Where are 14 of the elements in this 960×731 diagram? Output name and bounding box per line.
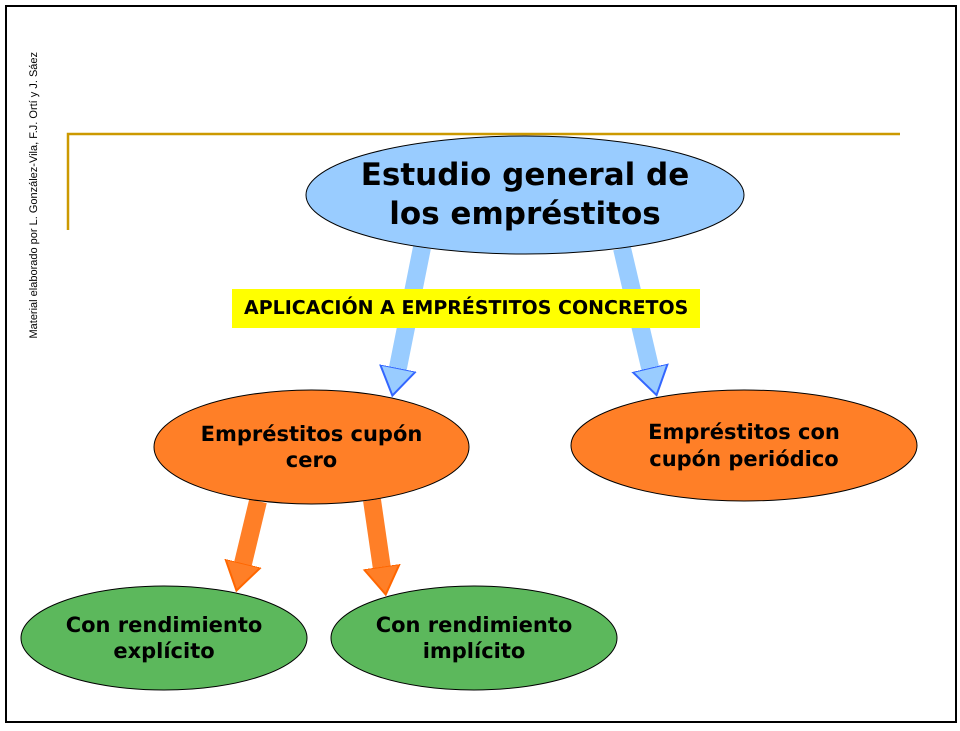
node-label: Con rendimiento implícito [374,612,574,664]
subcategory-ellipse [20,585,308,691]
block-arrow [224,498,267,592]
node-label: Con rendimiento explícito [64,612,264,664]
node-label: Estudio general de los empréstitos [360,156,690,234]
subcategory-ellipse [330,585,618,691]
node-label: Empréstitos con cupón periódico [647,419,841,472]
category-ellipse [153,389,470,505]
topic-ellipse [305,135,745,255]
block-arrow [362,498,400,596]
category-ellipse [570,389,918,502]
node-label: Empréstitos cupón cero [200,420,424,474]
author-credit: Material elaborado por L. González-Vila, F.J. Ortí y J. Sáez [26,52,41,338]
highlighted-heading: APLICACIÓN A EMPRÉSTITOS CONCRETOS [232,289,700,328]
